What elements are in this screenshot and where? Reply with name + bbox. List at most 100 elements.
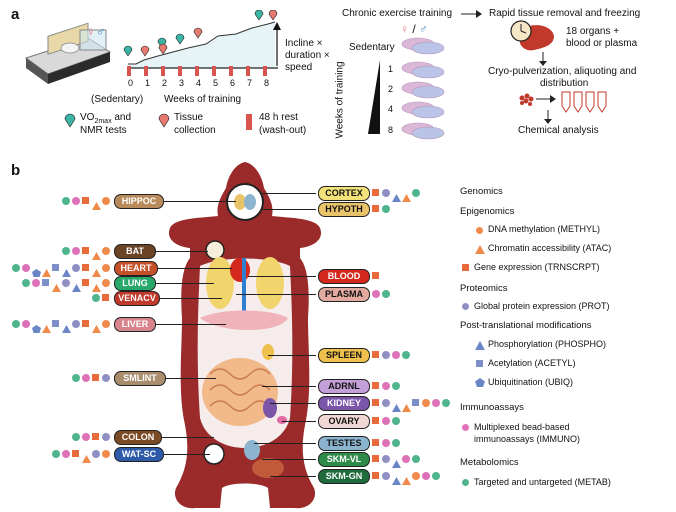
trnscrpt-marker-icon [72, 450, 79, 457]
acetyl-marker-icon [42, 279, 49, 286]
atac-marker-icon [475, 245, 485, 254]
phospho-marker-icon [72, 279, 81, 292]
rat-cohorts [401, 37, 445, 140]
week-tick: 8 [264, 78, 270, 88]
phospho-marker-icon [475, 341, 485, 350]
trnscrpt-marker-icon [92, 433, 99, 440]
tag-blood: BLOOD [318, 269, 370, 284]
immuno-marker-icon [372, 290, 380, 298]
week-tick: 4 [196, 78, 202, 88]
immuno-marker-icon [402, 455, 410, 463]
legend-immunoassays: Immunoassays [460, 402, 524, 413]
methyl-marker-icon [102, 264, 110, 272]
metab-marker-icon [62, 197, 70, 205]
week-tick: 2 [162, 78, 168, 88]
tag-hypoth: HYPOTH [318, 202, 370, 217]
acetyl-marker-icon [412, 399, 419, 406]
flow-arrow-down-2 [544, 110, 552, 124]
immuno-marker-icon [72, 197, 80, 205]
leader-line [160, 298, 222, 299]
legend-methyl: DNA methylation (METHYL) [488, 224, 601, 234]
legend-immuno-line1: Multiplexed bead-based [474, 422, 570, 432]
leader-line [270, 476, 316, 477]
tag-lung: LUNG [114, 276, 156, 291]
cryo-line1: Cryo-pulverization, aliquoting and [488, 66, 637, 77]
tag-adrnl: ADRNL [318, 379, 370, 394]
atac-marker-icon [92, 197, 101, 210]
leader-line [162, 437, 214, 438]
atac-marker-icon [92, 279, 101, 292]
prot-marker-icon [382, 351, 390, 359]
immuno-marker-icon [422, 472, 430, 480]
prot-marker-icon [382, 189, 390, 197]
tissue-pin-icon [158, 113, 170, 128]
leader-line [262, 386, 316, 387]
metab-marker-icon [462, 479, 469, 486]
tag-testes: TESTES [318, 436, 370, 451]
panel-a-label: a [11, 6, 20, 23]
atac-marker-icon [82, 450, 91, 463]
metab-marker-icon [72, 433, 80, 441]
ubiq-marker-icon [32, 320, 41, 333]
tag-plasma: PLASMA [318, 287, 370, 302]
metab-marker-icon [392, 382, 400, 390]
immuno-marker-icon [82, 374, 90, 382]
trnscrpt-marker-icon [372, 455, 379, 462]
acetyl-marker-icon [52, 320, 59, 327]
prot-marker-icon [382, 455, 390, 463]
tag-cortex: CORTEX [318, 186, 370, 201]
methyl-marker-icon [102, 279, 110, 287]
prot-marker-icon [92, 450, 100, 458]
weeks-of-training-vertical: Weeks of training [334, 61, 346, 139]
trnscrpt-marker-icon [82, 197, 89, 204]
trnscrpt-marker-icon [82, 279, 89, 286]
methyl-marker-icon [102, 197, 110, 205]
prot-marker-icon [72, 264, 80, 272]
leader-line [156, 251, 208, 252]
chemical-analysis-label: Chemical analysis [518, 125, 599, 136]
rapid-tissue-label: Rapid tissue removal and freezing [489, 8, 641, 19]
aliquot-tubes [519, 91, 607, 113]
immuno-marker-icon [22, 320, 30, 328]
metab-marker-icon [12, 264, 20, 272]
leader-line [156, 283, 214, 284]
legend-tissue-line1: Tissue [174, 112, 204, 123]
timer-organ-icon [510, 20, 554, 51]
legend-ptm: Post-translational modifications [460, 320, 592, 331]
legend-tissue-line2: collection [174, 125, 216, 136]
prot-marker-icon [102, 433, 110, 441]
legend-rest-line1: 48 h rest [259, 112, 298, 123]
prot-marker-icon [102, 374, 110, 382]
organs-line1: 18 organs + [566, 26, 620, 37]
leader-line [164, 454, 210, 455]
trnscrpt-marker-icon [372, 351, 379, 358]
immuno-marker-icon [82, 433, 90, 441]
legend-acetyl: Acetylation (ACETYL) [488, 358, 576, 368]
legend-genomics: Genomics [460, 186, 503, 197]
immuno-marker-icon [392, 351, 400, 359]
week-tick: 1 [145, 78, 151, 88]
cryo-line2: distribution [540, 78, 589, 89]
sedentary-row-label: Sedentary [349, 42, 395, 53]
incline-line-3: speed [285, 62, 313, 73]
atac-marker-icon [402, 189, 411, 202]
acetyl-marker-icon [52, 264, 59, 271]
flow-arrow-right [461, 10, 482, 18]
immuno-marker-icon [432, 399, 440, 407]
metab-marker-icon [72, 374, 80, 382]
atac-marker-icon [42, 264, 51, 277]
trnscrpt-marker-icon [372, 382, 379, 389]
legend-rest-line2: (wash-out) [259, 125, 307, 136]
metab-marker-icon [12, 320, 20, 328]
legend-metab: Targeted and untargeted (METAB) [474, 477, 611, 487]
metab-marker-icon [52, 450, 60, 458]
methyl-marker-icon [102, 320, 110, 328]
metab-marker-icon [392, 439, 400, 447]
prot-marker-icon [382, 472, 390, 480]
metab-marker-icon [22, 279, 30, 287]
rest-markers [127, 66, 267, 76]
trnscrpt-marker-icon [372, 205, 379, 212]
methyl-marker-icon [476, 227, 483, 234]
sex-symbols-small: ♀♂ [86, 24, 106, 39]
immuno-marker-icon [32, 279, 40, 287]
